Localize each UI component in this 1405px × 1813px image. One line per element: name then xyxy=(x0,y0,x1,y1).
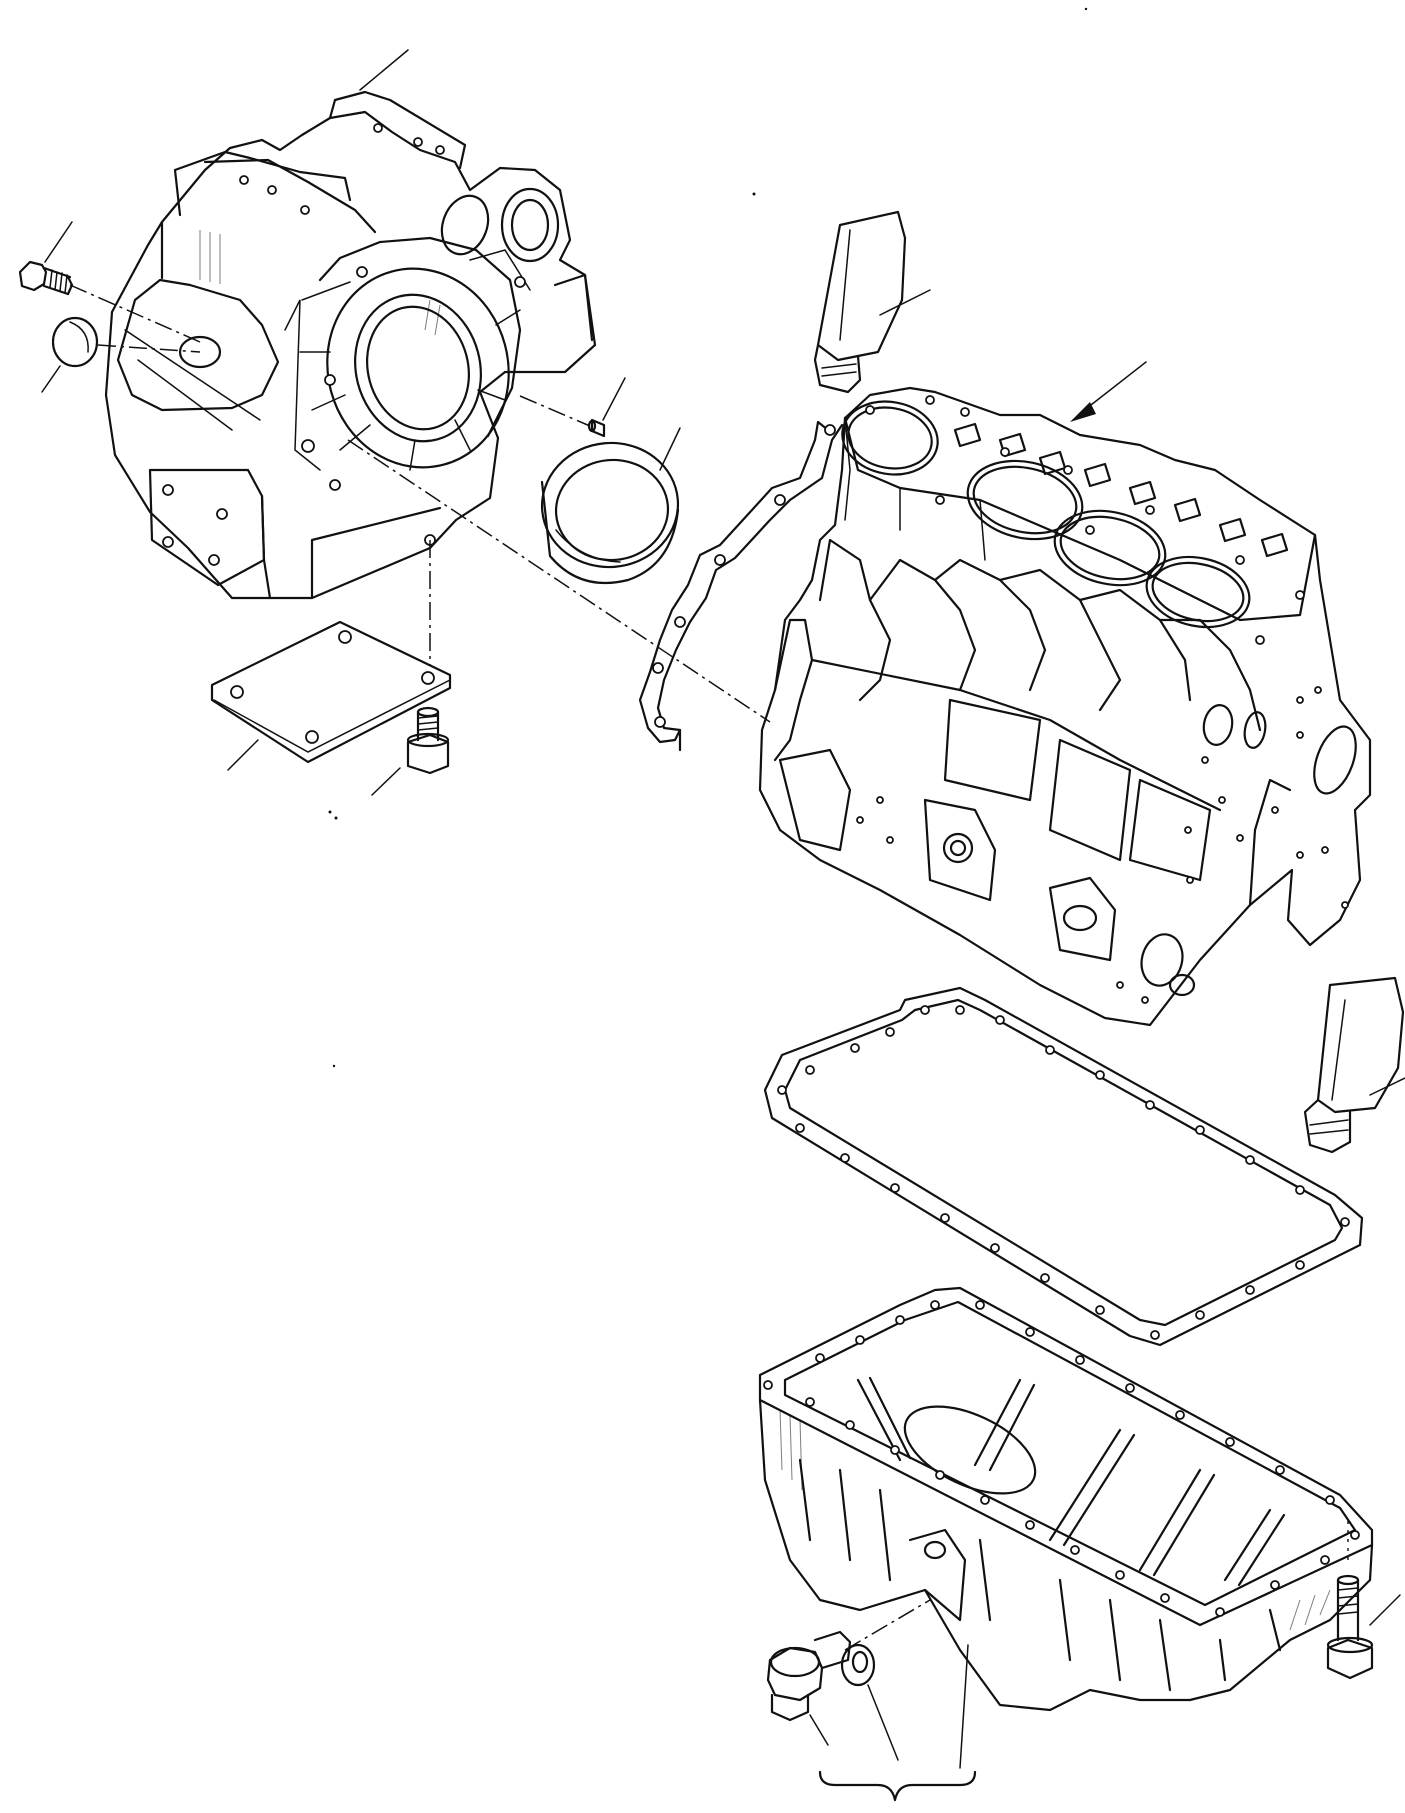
plug-cap-axis xyxy=(97,344,201,353)
assembly-brace xyxy=(818,1770,977,1802)
housing-bolt-leader-line xyxy=(44,221,73,263)
housing-bolt-icon[interactable] xyxy=(18,260,74,296)
plug-cap-icon[interactable] xyxy=(51,316,99,368)
drain-axis xyxy=(844,1599,931,1651)
cover-bolt-icon[interactable] xyxy=(406,706,450,775)
rear-gasket-icon[interactable] xyxy=(638,420,844,752)
housing-seal-axis xyxy=(347,439,771,723)
drain-plug-leader-line xyxy=(809,1714,829,1746)
cover-plate-icon[interactable] xyxy=(210,620,452,764)
housing-bolt-axis xyxy=(69,284,201,343)
cylinder-block[interactable] xyxy=(758,386,1372,1027)
specks xyxy=(328,7,1088,1068)
sealant-tube-lower-icon[interactable] xyxy=(1303,976,1405,1154)
plug-cap-leader-line xyxy=(41,365,61,393)
oil-seal-leader-line xyxy=(659,427,681,471)
oil-pan-bolt-icon[interactable] xyxy=(1326,1574,1374,1680)
oil-seal-icon[interactable] xyxy=(537,437,683,584)
oil-pan[interactable] xyxy=(758,1286,1374,1712)
sealant-tube-lower-leader-line xyxy=(1369,1077,1405,1096)
dowel-pin-leader-line xyxy=(602,377,626,421)
sealant-tube-upper-leader-line xyxy=(879,289,931,316)
drain-washer-leader-line xyxy=(867,1684,899,1761)
sealant-tube-upper-icon[interactable] xyxy=(813,210,907,394)
oil-pan-gasket-icon[interactable] xyxy=(763,986,1364,1347)
oil-pan-bolt-leader-line xyxy=(1369,1594,1401,1626)
housing-leader-line xyxy=(359,49,409,91)
block-reference-arrow xyxy=(1070,361,1147,422)
oil-pan-leader-line xyxy=(959,1644,969,1769)
dowel-pin-icon[interactable] xyxy=(587,418,606,438)
drain-washer-icon[interactable] xyxy=(840,1643,876,1687)
cover-plate-leader-line xyxy=(227,739,259,771)
dowel-pin-axis xyxy=(519,395,591,427)
flywheel-housing[interactable] xyxy=(104,90,597,600)
cover-bolt-leader-line xyxy=(371,767,401,796)
drain-plug-icon[interactable] xyxy=(766,1630,852,1722)
